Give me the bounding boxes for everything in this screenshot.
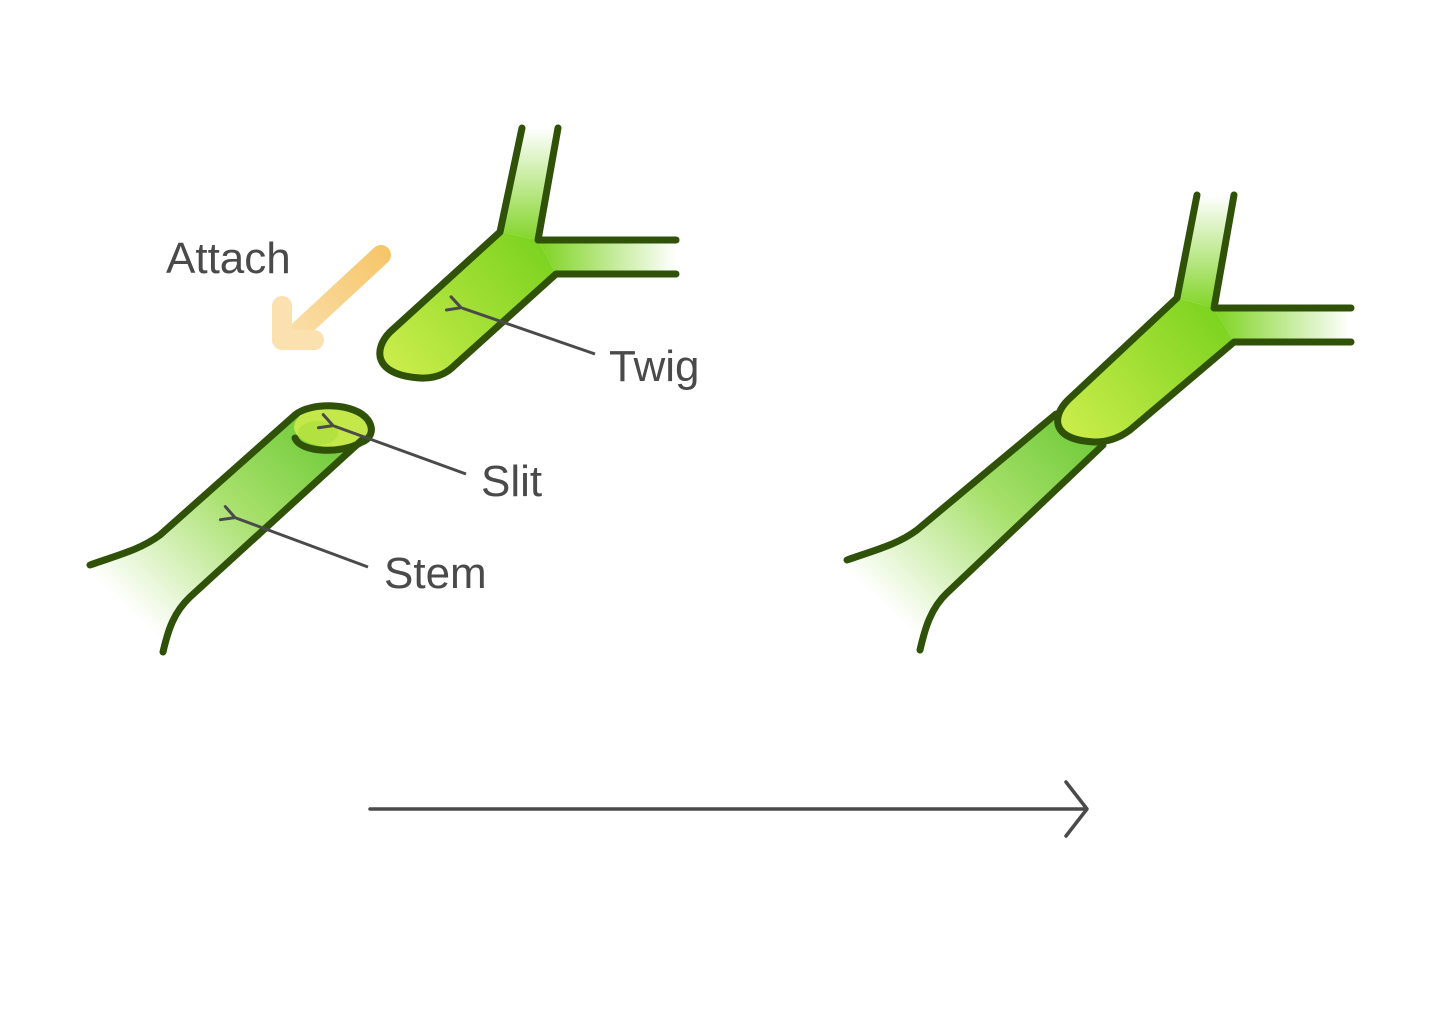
- arrow-down-left-icon: [272, 245, 391, 350]
- twig-side-branch: [538, 240, 676, 274]
- grafted-twig-body: [1055, 298, 1234, 444]
- stem-body: [90, 415, 368, 652]
- label-pointers: [218, 295, 596, 569]
- grafted-stem-body: [847, 420, 1105, 650]
- twig-left: [376, 124, 680, 382]
- attach-label: Attach: [166, 234, 291, 283]
- slit-pointer: [316, 413, 467, 476]
- twig-top-branch: [500, 128, 558, 240]
- twig-pointer: [444, 295, 596, 356]
- twig-body: [376, 232, 556, 379]
- slit-label: Slit: [481, 457, 543, 506]
- arrow-right-icon: [368, 780, 1089, 838]
- stem-left: [86, 402, 375, 656]
- twig-label: Twig: [609, 342, 700, 391]
- grafted-plant: [843, 191, 1355, 654]
- stem-pointer: [218, 505, 369, 569]
- stem-label: Stem: [384, 549, 487, 598]
